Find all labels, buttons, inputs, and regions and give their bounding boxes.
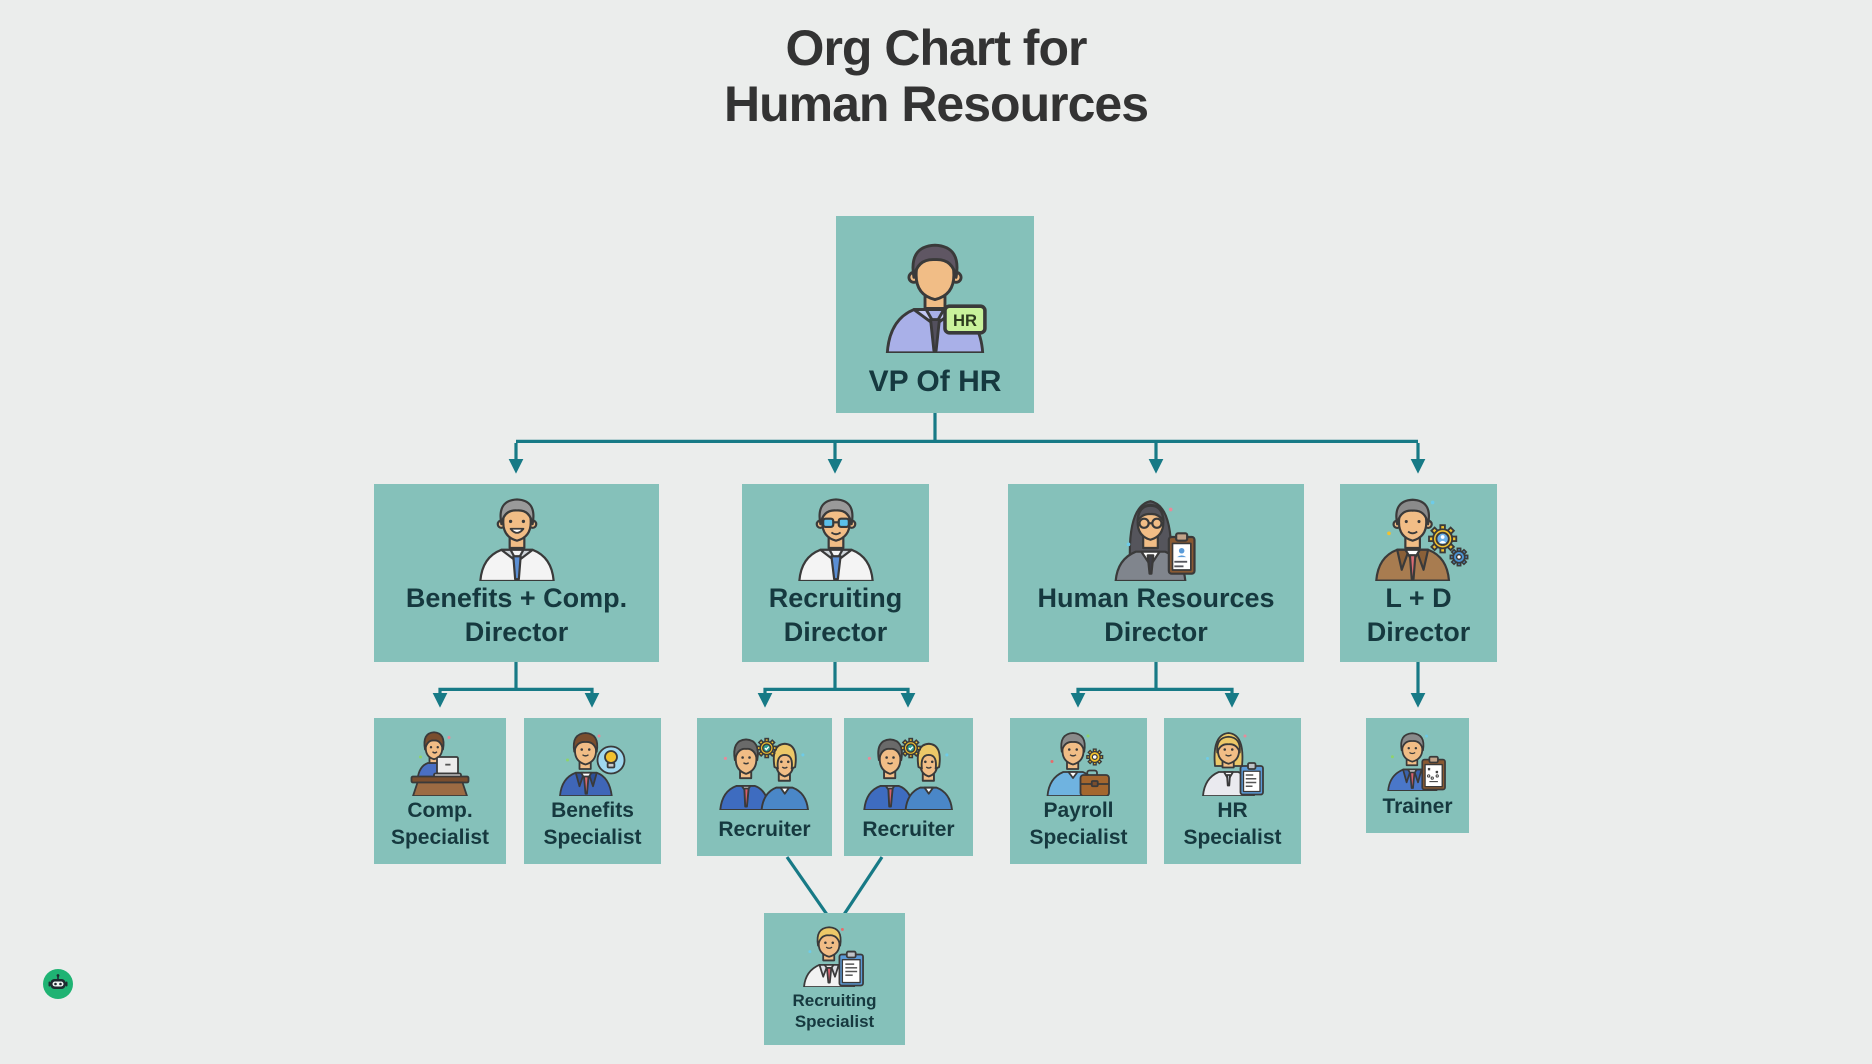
vp-of-hr-icon: HR xyxy=(874,226,996,363)
org-node-comp-specialist[interactable]: Comp. Specialist xyxy=(374,718,506,864)
org-node-label: HR Specialist xyxy=(1183,799,1282,850)
org-node-label: Comp. Specialist xyxy=(390,799,490,850)
hr-specialist-icon xyxy=(1193,728,1273,798)
org-node-recruiter-2[interactable]: Recruiter xyxy=(844,718,973,856)
recruiting-director-icon xyxy=(790,494,882,582)
comp-specialist-icon xyxy=(402,728,478,798)
org-node-label: Benefits + Comp. Director xyxy=(405,582,628,648)
ld-director-icon xyxy=(1369,494,1469,582)
org-node-label: Recruiting Specialist xyxy=(792,990,877,1032)
benefits-specialist-icon xyxy=(553,728,633,798)
org-node-benefits-comp-director[interactable]: Benefits + Comp. Director xyxy=(374,484,659,662)
org-node-label: Payroll Specialist xyxy=(1029,799,1128,850)
org-node-label: Benefits Specialist xyxy=(543,799,642,850)
org-node-label: Recruiter xyxy=(718,818,811,842)
org-node-hr-specialist[interactable]: HR Specialist xyxy=(1164,718,1301,864)
page-title-line1: Org Chart for xyxy=(785,20,1088,76)
org-node-recruiter-1[interactable]: Recruiter xyxy=(697,718,832,856)
recruiting-specialist-icon xyxy=(796,923,874,990)
org-node-payroll-specialist[interactable]: Payroll Specialist xyxy=(1010,718,1147,864)
org-node-label: Recruiter xyxy=(862,818,955,842)
org-node-label: L + D Director xyxy=(1366,582,1471,648)
org-node-label: Trainer xyxy=(1382,795,1453,819)
org-node-trainer[interactable]: Trainer xyxy=(1366,718,1469,833)
recruiter-icon xyxy=(713,728,817,817)
benefits-comp-director-icon xyxy=(471,494,563,582)
org-node-recruiting-director[interactable]: Recruiting Director xyxy=(742,484,929,662)
hr-director-icon xyxy=(1106,494,1206,582)
org-node-label: Human Resources Director xyxy=(1037,582,1275,648)
page-title: Org Chart for Human Resources xyxy=(0,20,1872,132)
org-node-vp-of-hr[interactable]: HR VP Of HR xyxy=(836,216,1034,413)
recruiter-icon xyxy=(857,728,961,817)
trainer-icon xyxy=(1381,728,1455,794)
chatbot-button[interactable] xyxy=(42,968,74,1000)
org-node-hr-director[interactable]: Human Resources Director xyxy=(1008,484,1304,662)
org-node-label: VP Of HR xyxy=(868,364,1002,398)
svg-text:HR: HR xyxy=(953,311,977,330)
org-node-benefits-specialist[interactable]: Benefits Specialist xyxy=(524,718,661,864)
page-title-line2: Human Resources xyxy=(723,76,1149,132)
org-node-label: Recruiting Director xyxy=(768,582,903,648)
org-node-ld-director[interactable]: L + D Director xyxy=(1340,484,1497,662)
payroll-specialist-icon xyxy=(1039,728,1119,798)
org-node-recruiting-specialist[interactable]: Recruiting Specialist xyxy=(764,913,905,1045)
chatbot-icon xyxy=(42,969,74,1003)
